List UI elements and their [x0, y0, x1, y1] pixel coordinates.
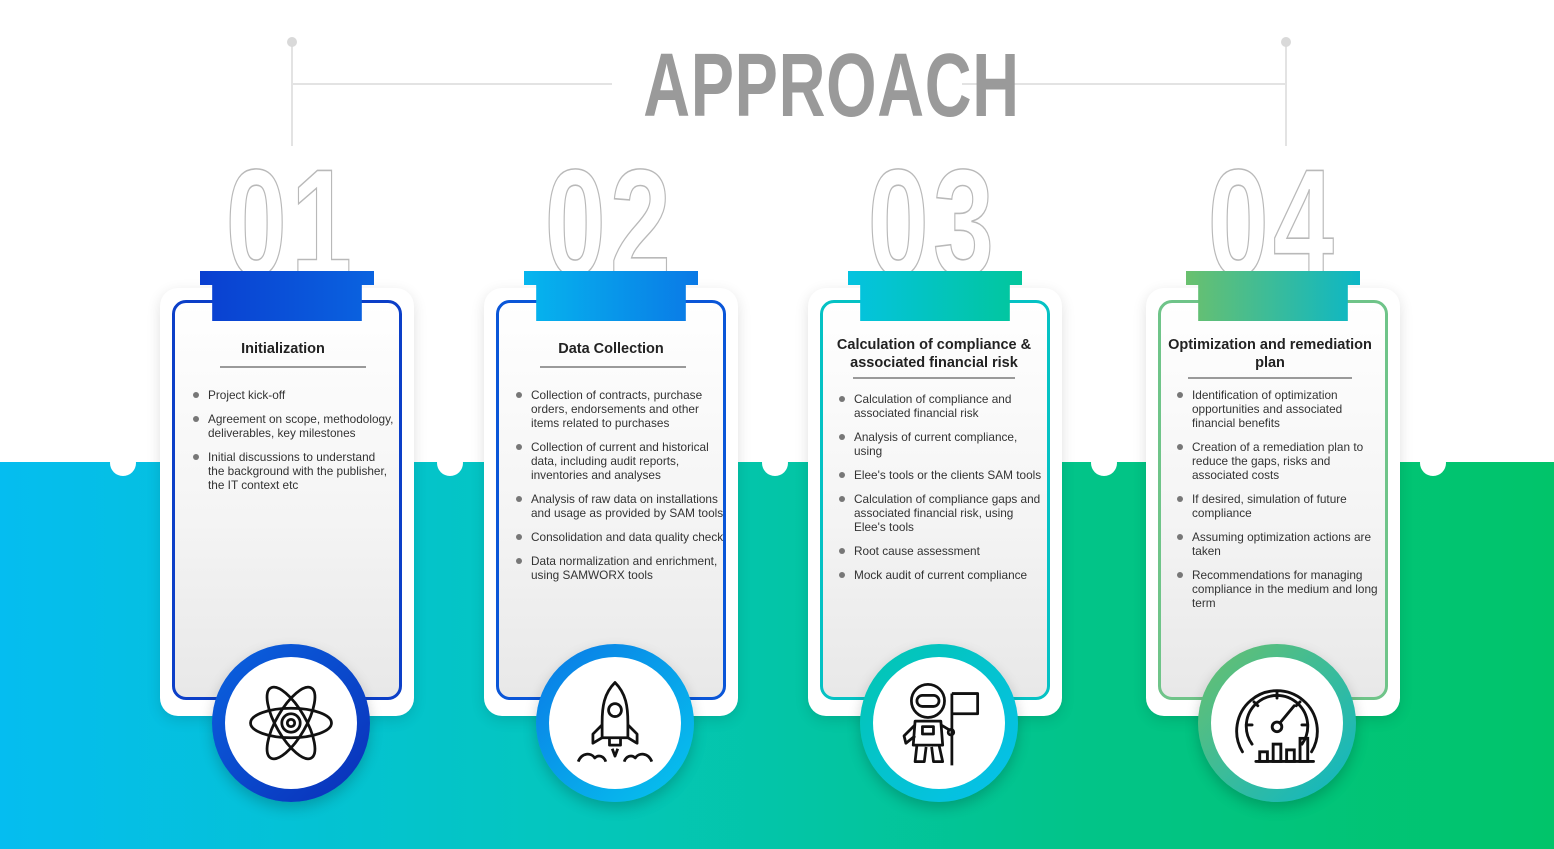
list-item: Recommendations for managing compliance … [1176, 568, 1380, 610]
card-ribbon [1186, 271, 1360, 321]
card-ribbon [524, 271, 698, 321]
band-notch [762, 450, 788, 476]
step-items: Calculation of compliance and associated… [838, 392, 1048, 592]
card-ribbon [848, 271, 1022, 321]
icon-face [1211, 657, 1343, 789]
step-title: Optimization and remediation plan [1168, 337, 1372, 371]
list-item: Initial discussions to understand the ba… [192, 450, 394, 492]
title-underline [1188, 377, 1352, 379]
title-connector-right [1285, 44, 1287, 146]
list-item: Identification of optimization opportuni… [1176, 388, 1380, 430]
list-item: Analysis of current compliance, using [838, 430, 1048, 458]
list-item: Elee's tools or the clients SAM tools [838, 468, 1048, 482]
icon-ring [1198, 644, 1356, 802]
icon-ring [860, 644, 1018, 802]
icon-ring [536, 644, 694, 802]
title-underline [220, 366, 366, 368]
list-item: Data normalization and enrichment, using… [515, 554, 725, 582]
icon-face [873, 657, 1005, 789]
list-item: Calculation of compliance and associated… [838, 392, 1048, 420]
title-underline [853, 377, 1015, 379]
band-notch [437, 450, 463, 476]
step-title: Data Collection [558, 341, 664, 357]
astronaut-flag-icon [902, 682, 980, 766]
connector-dot [1281, 37, 1291, 47]
title-connector-left [291, 44, 293, 146]
list-item: Project kick-off [192, 388, 394, 402]
step-title: Calculation of compliance & associated f… [836, 337, 1032, 371]
atom-icon [249, 685, 333, 761]
band-notch [1091, 450, 1117, 476]
step-items: Identification of optimization opportuni… [1176, 388, 1380, 620]
list-item: Consolidation and data quality check [515, 530, 725, 544]
icon-face [225, 657, 357, 789]
icon-face [549, 657, 681, 789]
list-item: If desired, simulation of future complia… [1176, 492, 1380, 520]
step-items: Project kick-off Agreement on scope, met… [192, 388, 394, 502]
list-item: Creation of a remediation plan to reduce… [1176, 440, 1380, 482]
list-item: Root cause assessment [838, 544, 1048, 558]
card-ribbon [200, 271, 374, 321]
speedometer-chart-icon [1235, 689, 1319, 763]
list-item: Collection of current and historical dat… [515, 440, 725, 482]
title-divider-right [962, 83, 1286, 85]
rocket-icon [576, 681, 654, 763]
title-underline [540, 366, 686, 368]
list-item: Analysis of raw data on installations an… [515, 492, 725, 520]
page-title: APPROACH [643, 36, 1020, 136]
band-notch [110, 450, 136, 476]
title-divider-left [292, 83, 612, 85]
list-item: Assuming optimization actions are taken [1176, 530, 1380, 558]
step-title: Initialization [241, 341, 325, 357]
icon-ring [212, 644, 370, 802]
list-item: Agreement on scope, methodology, deliver… [192, 412, 394, 440]
step-items: Collection of contracts, purchase orders… [515, 388, 725, 592]
connector-dot [287, 37, 297, 47]
band-notch [1420, 450, 1446, 476]
step-card-frame [1158, 300, 1388, 700]
list-item: Collection of contracts, purchase orders… [515, 388, 725, 430]
list-item: Mock audit of current compliance [838, 568, 1048, 582]
list-item: Calculation of compliance gaps and assoc… [838, 492, 1048, 534]
